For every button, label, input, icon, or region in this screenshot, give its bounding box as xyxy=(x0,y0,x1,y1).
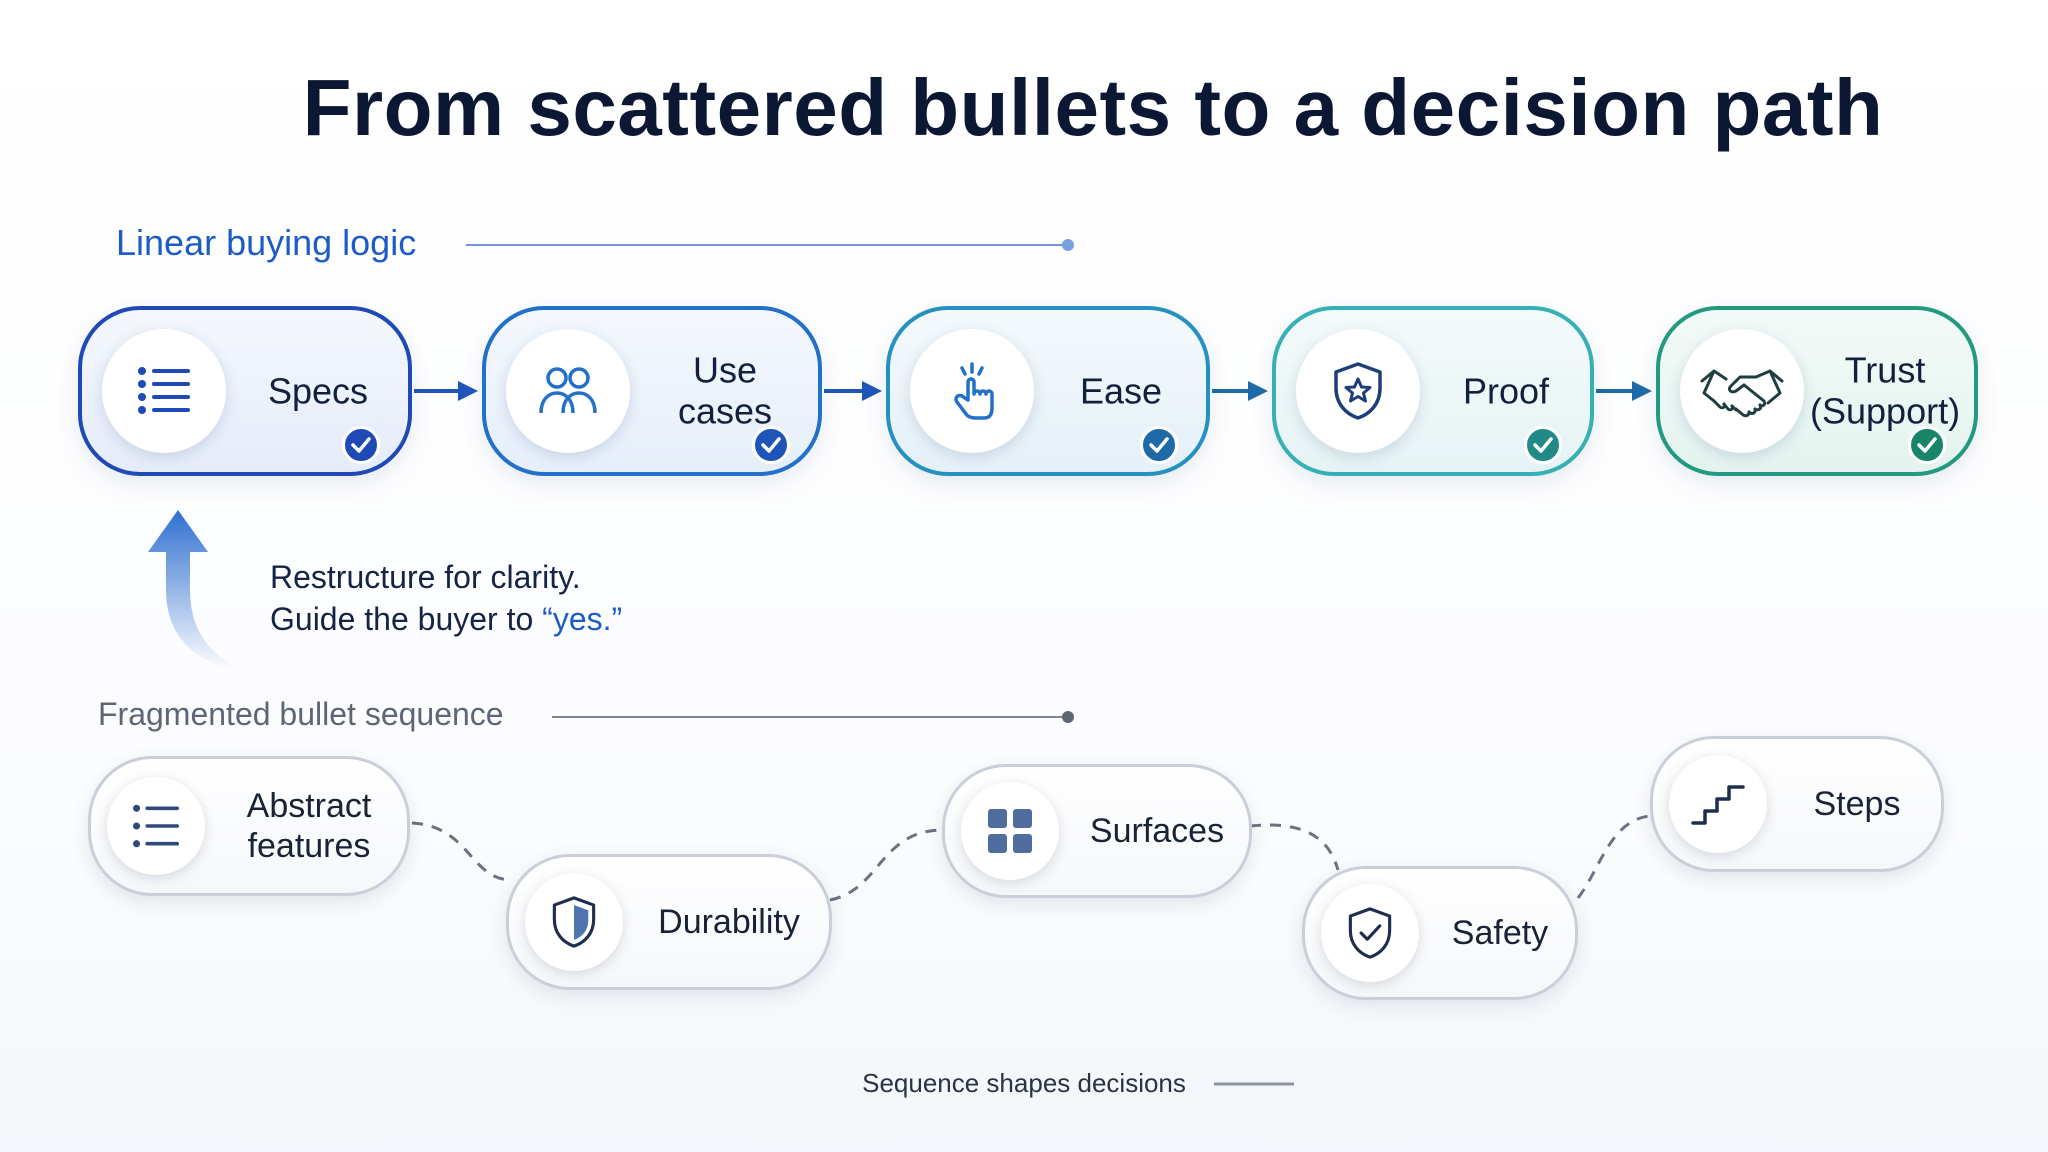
fragment-label: Surfaces xyxy=(1089,811,1225,850)
linear-step-label: Ease xyxy=(1079,370,1163,412)
check-icon xyxy=(752,426,790,464)
tap-hand-icon xyxy=(910,329,1034,453)
shield-icon xyxy=(525,873,623,971)
grid-icon xyxy=(961,782,1059,880)
linear-step-label: Use cases xyxy=(677,349,773,432)
note-line2-prefix: Guide the buyer to xyxy=(270,601,543,637)
fragment-durability: Durability xyxy=(506,854,832,990)
fragmented-section-label: Fragmented bullet sequence xyxy=(98,696,504,732)
linear-section-label: Linear buying logic xyxy=(116,222,417,263)
dash-abstract-to-durability xyxy=(411,821,513,882)
shield-check-icon xyxy=(1321,884,1419,982)
linear-step-ease: Ease xyxy=(886,306,1210,476)
users-icon xyxy=(506,329,630,453)
dash-durability-to-surfaces xyxy=(829,828,941,902)
check-icon xyxy=(1140,426,1178,464)
linear-step-specs: Specs xyxy=(78,306,412,476)
stairs-icon xyxy=(1669,755,1767,853)
abstract-label-line1: Abstract xyxy=(246,786,372,825)
list-icon xyxy=(107,777,205,875)
fragment-label: Safety xyxy=(1451,913,1549,952)
fragment-label: Durability xyxy=(658,902,800,941)
fragmented-section-rule xyxy=(552,711,1074,723)
trust-label-line2: (Support) xyxy=(1810,391,1961,432)
linear-step-label: Proof xyxy=(1462,370,1550,412)
note-line1: Restructure for clarity. xyxy=(270,559,581,595)
dash-surfaces-to-safety xyxy=(1249,823,1340,871)
abstract-label-line2: features xyxy=(247,827,371,865)
fragment-steps: Steps xyxy=(1650,736,1944,872)
note-yes-highlight: “yes.” xyxy=(542,601,623,637)
linear-step-proof: Proof xyxy=(1272,306,1594,476)
trust-label-line1: Trust xyxy=(1844,349,1926,391)
fragment-safety: Safety xyxy=(1302,866,1578,1000)
check-icon xyxy=(1908,426,1946,464)
restructure-note: Restructure for clarity. Guide the buyer… xyxy=(270,556,622,640)
shield-star-icon xyxy=(1296,329,1420,453)
check-icon xyxy=(342,426,380,464)
restructure-up-arrow xyxy=(148,510,252,672)
linear-step-use-cases: Use cases xyxy=(482,306,822,476)
page-title: From scattered bullets to a decision pat… xyxy=(302,63,1884,152)
list-icon xyxy=(102,329,226,453)
handshake-icon xyxy=(1680,329,1804,453)
linear-step-label: Specs xyxy=(267,370,369,412)
check-icon xyxy=(1524,426,1562,464)
fragment-label: Steps xyxy=(1813,784,1901,823)
fragment-abstract-features: Abstract features xyxy=(88,756,410,896)
linear-section-rule xyxy=(466,239,1074,251)
linear-step-trust: Trust (Support) xyxy=(1656,306,1978,476)
footer-caption: Sequence shapes decisions xyxy=(862,1068,1186,1098)
fragment-surfaces: Surfaces xyxy=(942,764,1252,898)
fragment-label: Abstract features xyxy=(221,786,397,866)
dash-safety-to-steps xyxy=(1576,814,1651,899)
linear-step-label: Trust (Support) xyxy=(1810,350,1960,433)
note-line2: Guide the buyer to “yes.” xyxy=(270,598,622,640)
